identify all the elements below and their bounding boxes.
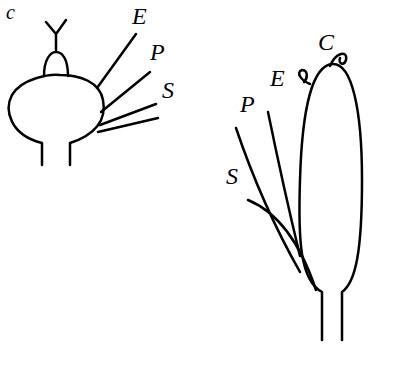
part-label: S [162, 78, 174, 102]
fork-symbol [46, 20, 66, 50]
leader-line [100, 104, 156, 125]
dome [44, 52, 68, 76]
part-label: E [132, 4, 147, 28]
bulb-outline [9, 75, 104, 165]
leader-line [98, 118, 158, 132]
part-label: E [270, 66, 285, 90]
part-label: P [240, 92, 255, 116]
bulb-outline [299, 64, 362, 340]
leader-line [236, 128, 300, 272]
leader-line [268, 112, 300, 256]
part-label: C [318, 30, 334, 54]
leader-line [101, 72, 150, 112]
part-label: c [6, 2, 15, 22]
leader-line [248, 200, 316, 290]
part-label: S [226, 164, 238, 188]
part-label: P [150, 40, 165, 64]
loop-symbol [330, 54, 346, 66]
loop-symbol [299, 70, 310, 84]
leader-line [97, 34, 136, 88]
